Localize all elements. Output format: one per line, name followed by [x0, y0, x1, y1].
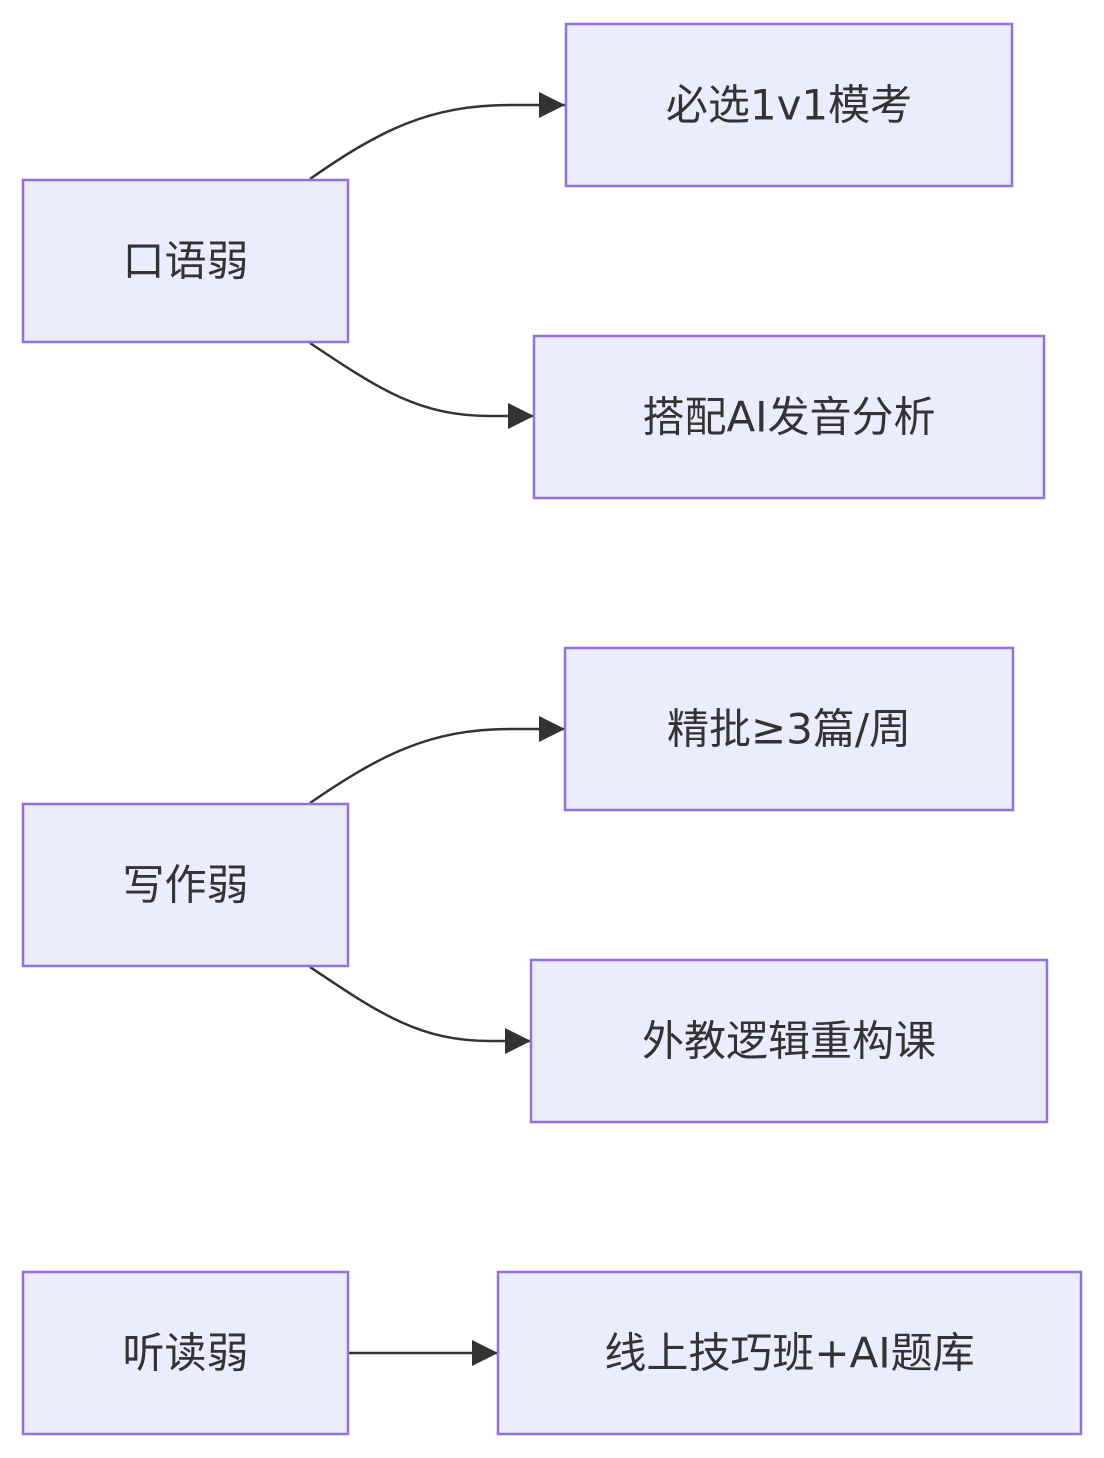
node-ai-pronunciation[interactable]: 搭配AI发音分析	[532, 334, 1046, 500]
node-mock-1v1-label: 必选1v1模考	[666, 81, 912, 130]
node-foreign-logic[interactable]: 外教逻辑重构课	[529, 958, 1049, 1124]
node-online-skills[interactable]: 线上技巧班+AI题库	[496, 1270, 1083, 1436]
node-foreign-logic-label: 外教逻辑重构课	[642, 1017, 936, 1066]
node-speaking-weak[interactable]: 口语弱	[21, 178, 350, 344]
node-fine-correction[interactable]: 精批≥3篇/周	[563, 646, 1015, 812]
node-online-skills-label: 线上技巧班+AI题库	[604, 1329, 974, 1378]
node-ai-pronunciation-label: 搭配AI发音分析	[642, 393, 935, 442]
edge-speaking-to-ai-pronunciation	[309, 341, 534, 429]
node-listening-reading-weak[interactable]: 听读弱	[21, 1270, 350, 1436]
edge-writing-to-foreign-logic	[309, 965, 531, 1054]
node-listening-reading-weak-label: 听读弱	[122, 1329, 248, 1378]
node-writing-weak[interactable]: 写作弱	[21, 802, 350, 968]
edge-writing-to-fine-correction	[309, 716, 565, 805]
node-writing-weak-label: 写作弱	[122, 861, 248, 910]
node-mock-1v1[interactable]: 必选1v1模考	[564, 22, 1014, 188]
node-speaking-weak-label: 口语弱	[122, 237, 248, 286]
edge-speaking-to-mock	[309, 92, 565, 181]
node-fine-correction-label: 精批≥3篇/周	[667, 705, 911, 754]
